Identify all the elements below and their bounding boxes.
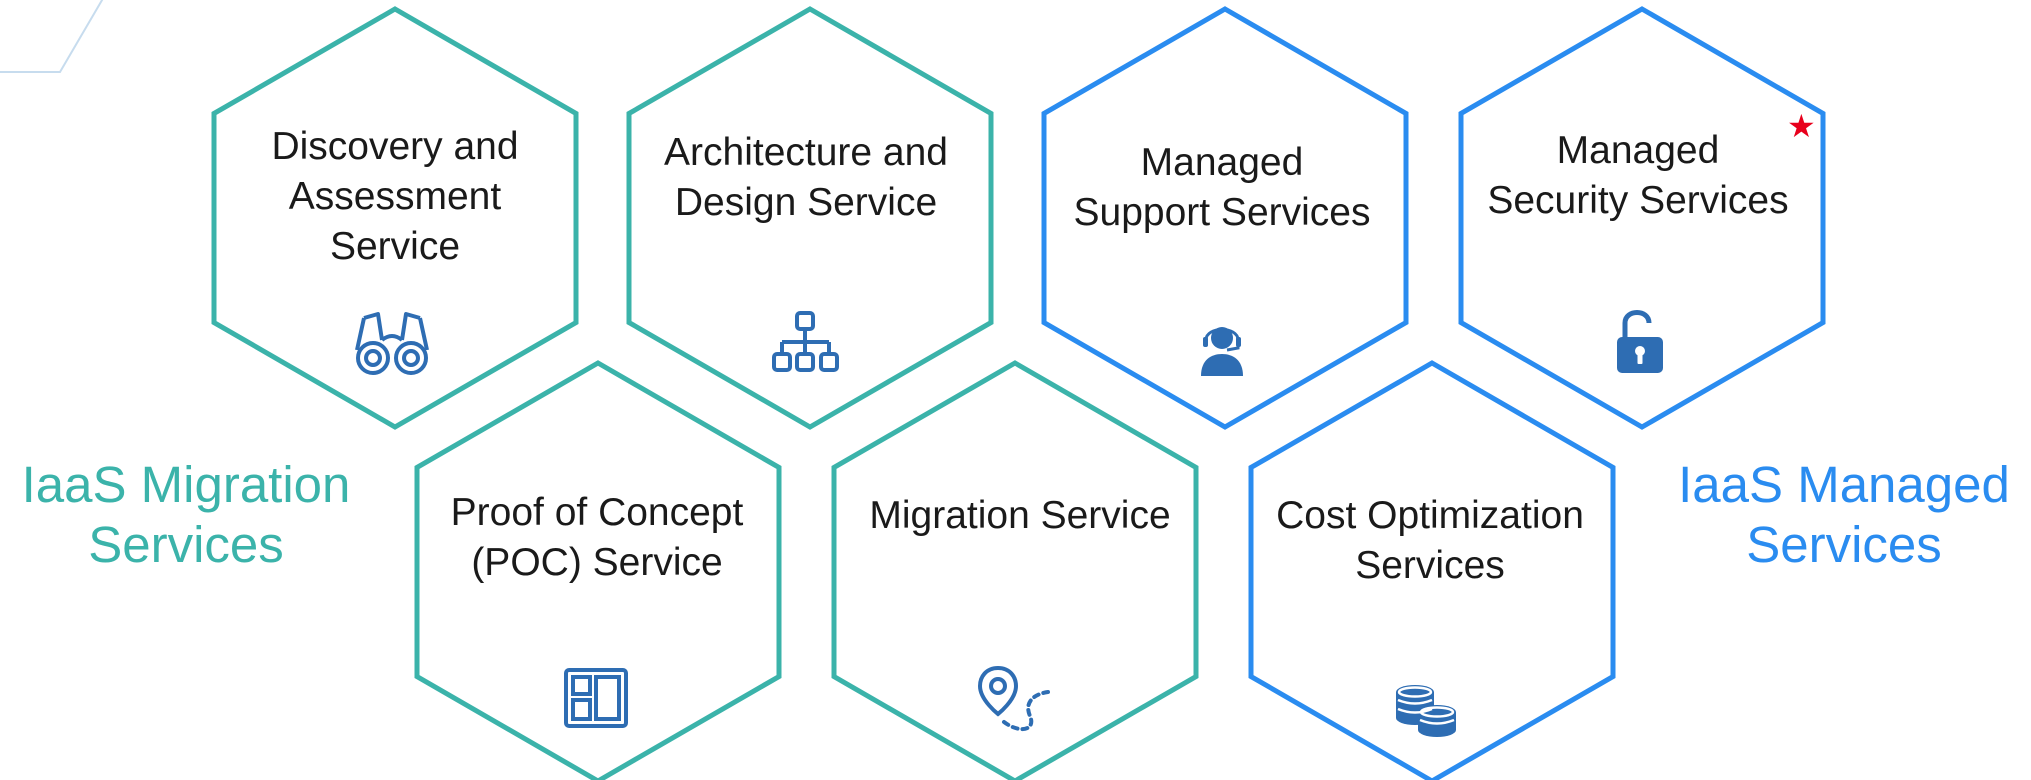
hexagon-discovery: [211, 6, 579, 430]
star-marker: ★: [1787, 107, 1816, 145]
layout-icon: [564, 668, 628, 728]
hex-label-line: Discovery and: [271, 125, 519, 168]
group-label-managed: IaaS Managed Services: [1654, 455, 2031, 575]
hex-label-line: Services: [1355, 544, 1505, 587]
hexagon-architecture: [626, 6, 994, 430]
hex-label-line: Cost Optimization: [1276, 494, 1584, 537]
group-label-migration: IaaS Migration Services: [0, 455, 376, 575]
hex-label-line: Managed: [1140, 141, 1304, 184]
hexagon-support: [1041, 6, 1409, 430]
hierarchy-icon: [772, 311, 839, 372]
hexagon-layer: [211, 6, 1826, 780]
unlock-icon: [1617, 310, 1663, 373]
hex-label-poc: Proof of Concept (POC) Service: [427, 488, 767, 588]
group-label-line: Services: [88, 516, 284, 573]
hexagon-migration: [831, 360, 1199, 780]
hexagon-poc: [414, 360, 782, 780]
hex-label-line: (POC) Service: [471, 541, 723, 584]
hex-label-architecture: Architecture and Design Service: [636, 128, 976, 228]
hex-label-security: Managed Security Services: [1468, 126, 1808, 226]
hexagon-cost: [1248, 360, 1616, 780]
hex-label-line: Architecture and: [664, 131, 948, 174]
hex-label-line: Proof of Concept: [450, 491, 744, 534]
coins-icon: [1396, 685, 1456, 737]
hex-label-line: Support Services: [1073, 191, 1371, 234]
group-label-line: IaaS Migration: [21, 456, 351, 513]
hex-label-cost: Cost Optimization Services: [1260, 491, 1600, 591]
binoculars-icon: [355, 312, 429, 375]
hex-label-line: Design Service: [674, 181, 938, 224]
hex-label-discovery: Discovery and Assessment Service: [225, 122, 565, 272]
hex-label-line: Managed: [1556, 129, 1720, 172]
hex-label-line: Assessment: [288, 175, 502, 218]
hex-label-migration: Migration Service: [845, 491, 1195, 541]
group-label-line: Services: [1746, 516, 1942, 573]
support-agent-icon: [1201, 327, 1243, 376]
route-pin-icon: [977, 665, 1050, 732]
corner-decoration: [0, 0, 104, 73]
hexagon-security: [1458, 6, 1826, 430]
hex-label-line: Migration Service: [869, 494, 1171, 537]
hex-label-line: Service: [329, 225, 461, 268]
hex-label-support: Managed Support Services: [1052, 138, 1392, 238]
group-label-line: IaaS Managed: [1678, 456, 2010, 513]
hex-label-line: Security Services: [1487, 179, 1789, 222]
